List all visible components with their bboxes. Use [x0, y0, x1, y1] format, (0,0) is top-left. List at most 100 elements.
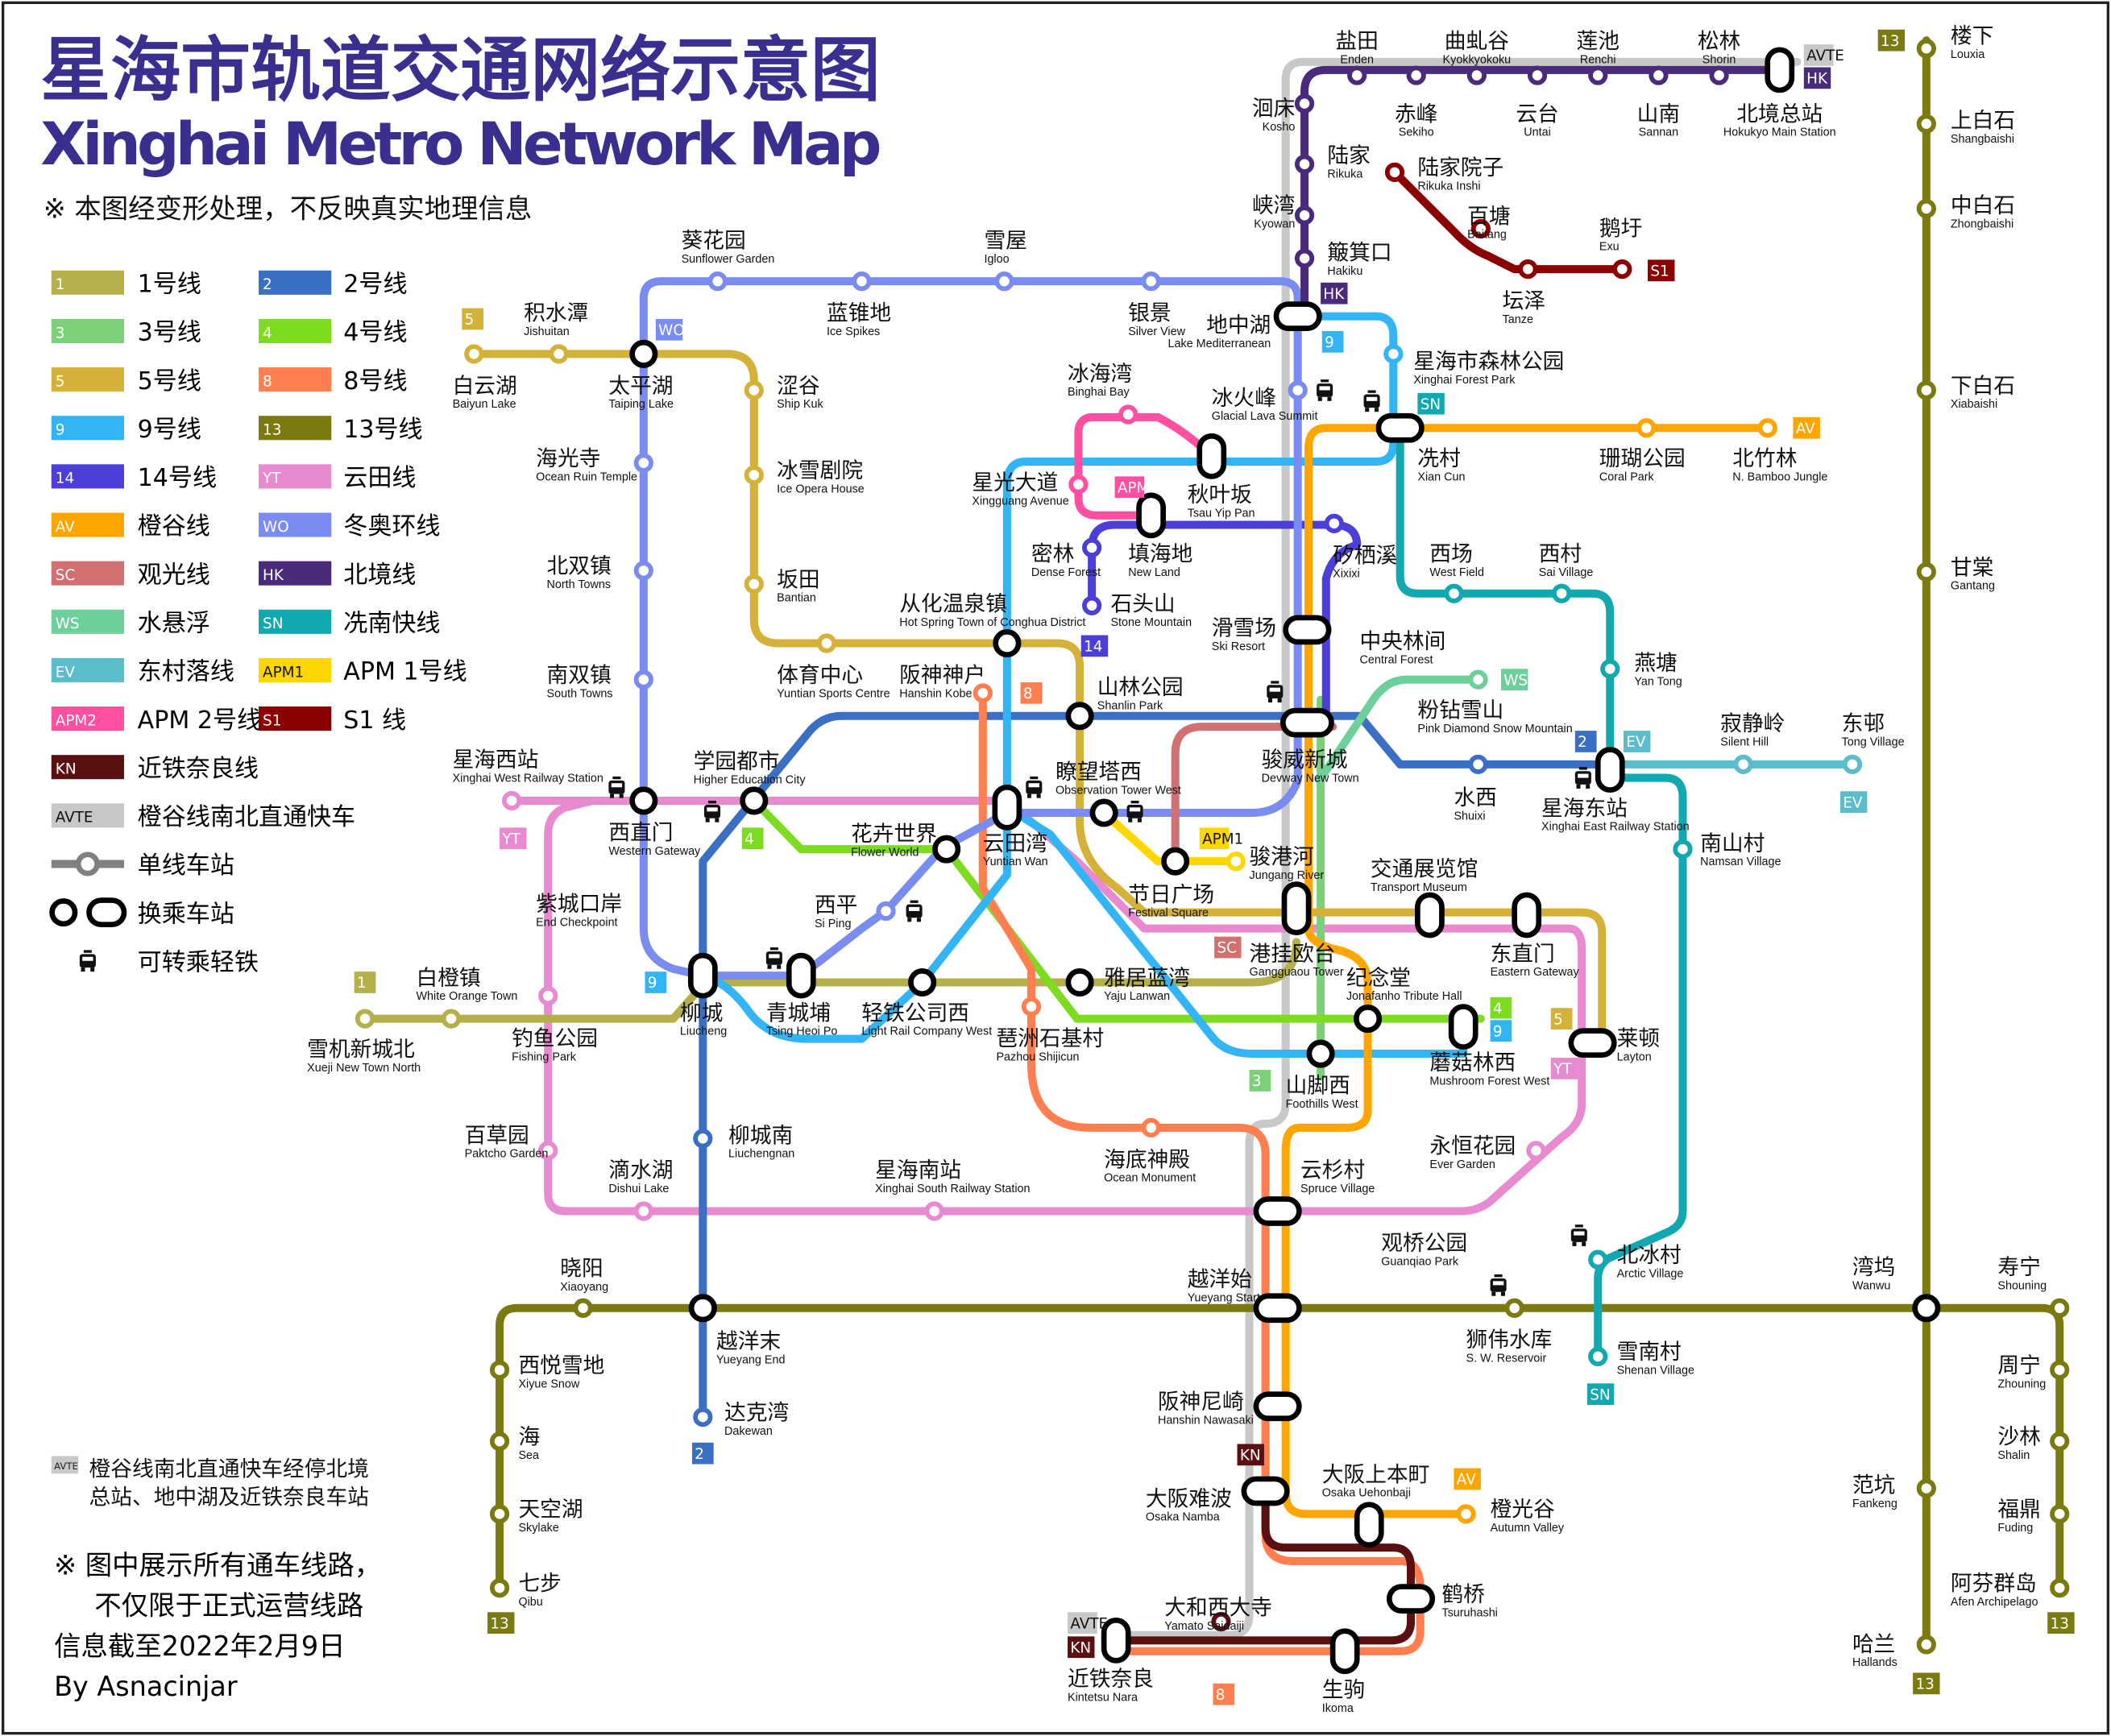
interchange-marker[interactable]: [1595, 747, 1625, 793]
station-marker[interactable]: [1518, 259, 1538, 280]
interchange-marker[interactable]: [1253, 1293, 1302, 1324]
station-marker[interactable]: [489, 1431, 510, 1452]
interchange-marker[interactable]: [786, 952, 816, 999]
interchange-marker[interactable]: [1568, 1028, 1617, 1059]
station-marker[interactable]: [2050, 1360, 2070, 1380]
interchange-marker[interactable]: [629, 339, 658, 368]
interchange-marker[interactable]: [1912, 1294, 1941, 1323]
interchange-marker[interactable]: [1197, 433, 1227, 479]
station-marker[interactable]: [1588, 1346, 1608, 1367]
station-marker[interactable]: [1118, 404, 1138, 425]
station-marker[interactable]: [852, 271, 872, 292]
station-marker[interactable]: [538, 986, 558, 1006]
station-marker[interactable]: [1673, 839, 1693, 860]
station-marker[interactable]: [1456, 1504, 1476, 1524]
station-marker[interactable]: [633, 1201, 653, 1221]
station-marker[interactable]: [1757, 418, 1777, 438]
station-marker[interactable]: [1468, 669, 1488, 690]
station-marker[interactable]: [816, 633, 837, 653]
station-marker[interactable]: [693, 1407, 713, 1427]
interchange-marker[interactable]: [1281, 881, 1312, 936]
interchange-marker[interactable]: [1253, 1196, 1302, 1226]
station-marker[interactable]: [355, 1009, 375, 1029]
interchange-marker[interactable]: [1136, 492, 1166, 539]
interchange-marker[interactable]: [992, 784, 1022, 831]
station-marker[interactable]: [1552, 583, 1572, 603]
station-marker[interactable]: [693, 1129, 713, 1149]
interchange-marker[interactable]: [1089, 798, 1118, 827]
station-marker[interactable]: [1468, 754, 1488, 774]
interchange-marker[interactable]: [687, 952, 718, 999]
station-marker[interactable]: [489, 1504, 510, 1524]
interchange-marker[interactable]: [1253, 1391, 1302, 1422]
station-marker[interactable]: [1527, 65, 1548, 85]
station-marker[interactable]: [633, 561, 653, 581]
station-marker[interactable]: [489, 1360, 510, 1380]
station-marker[interactable]: [1636, 418, 1657, 438]
station-marker[interactable]: [1288, 380, 1308, 400]
station-marker[interactable]: [1649, 65, 1669, 85]
station-marker[interactable]: [1916, 39, 1936, 59]
station-marker[interactable]: [744, 465, 764, 485]
station-marker[interactable]: [2050, 1578, 2070, 1598]
station-marker[interactable]: [2050, 1431, 2070, 1452]
interchange-marker[interactable]: [1241, 1476, 1290, 1506]
interchange-marker[interactable]: [1065, 702, 1094, 731]
station-marker[interactable]: [1466, 65, 1487, 85]
interchange-marker[interactable]: [993, 628, 1022, 658]
station-marker[interactable]: [1406, 65, 1426, 85]
station-marker[interactable]: [1600, 659, 1620, 679]
